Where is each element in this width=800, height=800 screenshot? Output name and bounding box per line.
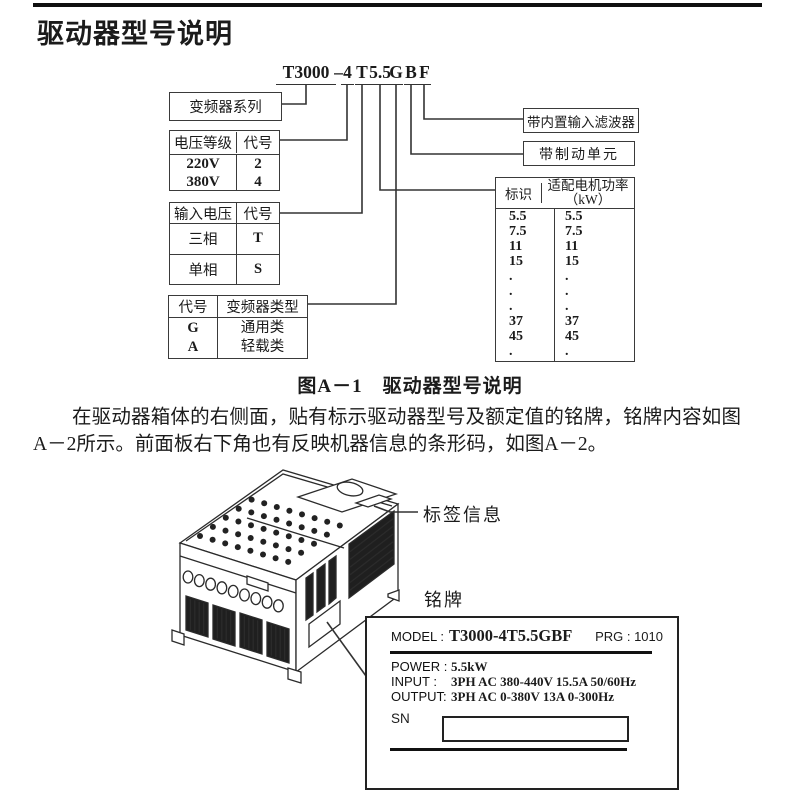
voltage-code-table: 电压等级 代号 220V 380V 2 4 (169, 130, 280, 191)
figure-callout-lines (326, 505, 418, 677)
model-segment-power: 5.5 (369, 62, 391, 85)
output-label: OUTPUT: (391, 689, 447, 704)
model-connector-lines (278, 85, 523, 305)
terminal-loop-row (182, 570, 284, 613)
table-cell: 380V (186, 173, 220, 190)
series-box-label: 变频器系列 (189, 100, 262, 116)
table-column-power: 5.5 7.5 11 15 . . . 37 45 . (565, 209, 583, 359)
sn-label: SN (391, 711, 410, 726)
nameplate-specs: POWER : 5.5kW INPUT : 3PH AC 380-440V 15… (391, 659, 667, 704)
title-rule (33, 3, 762, 7)
model-segment-filter: F (418, 62, 431, 85)
nameplate-callout-line (326, 621, 367, 677)
filter-box-label: 带内置输入滤波器 (527, 114, 635, 130)
model-segment-voltage: 4 (341, 62, 354, 85)
power-label: POWER : (391, 659, 448, 674)
series-box: 变频器系列 (169, 92, 282, 121)
front-fins (185, 595, 290, 664)
model-segment-input: T (355, 62, 369, 85)
table-cell: 通用类 (240, 320, 285, 336)
output-value: 3PH AC 0-380V 13A 0-300Hz (451, 689, 614, 704)
label-info-callout-line (373, 505, 418, 513)
table-header-cell: 变频器类型 (226, 300, 299, 316)
table-header-cell: 代号 (243, 136, 273, 152)
filter-box: 带内置输入滤波器 (523, 108, 639, 133)
table-cell: 220V (186, 155, 220, 172)
side-nameplate-label (308, 599, 341, 649)
table-cell: 轻载类 (240, 339, 285, 355)
nameplate-bottom-rule (390, 748, 627, 751)
model-segment-type: G (389, 62, 403, 85)
table-header-cell: 输入电压 (170, 202, 237, 224)
table-header-cell: 标识 (496, 183, 542, 203)
model-value: T3000-4T5.5GBF (448, 626, 573, 645)
table-header-cell: 适配电机功率（kW） (547, 178, 629, 207)
model-segment-series: T3000 (276, 62, 336, 85)
brake-box: 带制动单元 (523, 141, 635, 166)
table-cell: S (253, 260, 263, 277)
power-value: 5.5kW (451, 659, 488, 674)
table-column-id: 5.5 7.5 11 15 . . . 37 45 . (496, 209, 555, 361)
nameplate-title: 铭牌 (424, 590, 464, 610)
table-cell: 4 (254, 173, 262, 190)
table-cell: T (253, 230, 263, 247)
nameplate-model-row: MODEL : T3000-4T5.5GBF PRG : 1010 (391, 626, 663, 646)
input-value: 3PH AC 380-440V 15.5A 50/60Hz (451, 674, 637, 689)
inverter-device-drawing (171, 469, 400, 684)
model-label: MODEL : (391, 629, 444, 644)
body-paragraph: 在驱动器箱体的右侧面，贴有标示驱动器型号及额定值的铭牌，铭牌内容如图A－2所示。… (33, 407, 741, 455)
input-label: INPUT : (391, 674, 437, 689)
brake-box-label: 带制动单元 (539, 147, 619, 163)
model-segment-dash: – (334, 62, 343, 82)
top-vent-holes (197, 496, 343, 565)
prg-value: PRG : 1010 (595, 629, 663, 644)
label-info-text: 标签信息 (423, 505, 503, 525)
table-header-cell: 代号 (243, 206, 273, 223)
nameplate-box: MODEL : T3000-4T5.5GBF PRG : 1010 POWER … (365, 616, 679, 790)
sn-field (442, 716, 629, 742)
page-title: 驱动器型号说明 (37, 19, 233, 49)
nameplate-divider (390, 651, 652, 654)
table-cell: G (187, 320, 199, 336)
figure-caption: 图A－1 驱动器型号说明 (297, 376, 523, 397)
motor-power-table: 标识 适配电机功率（kW） 5.5 7.5 11 15 . . . 37 45 … (495, 177, 635, 362)
side-vents (305, 509, 395, 622)
table-cell: A (187, 339, 199, 355)
table-header-cell: 电压等级 (170, 132, 237, 153)
table-header-cell: 代号 (169, 296, 218, 317)
model-segment-brake: B (404, 62, 418, 85)
table-cell: 2 (254, 155, 262, 172)
inverter-type-table: 代号 变频器类型 G A 通用类 轻载类 (168, 295, 308, 359)
table-cell: 三相 (170, 224, 237, 254)
table-cell: 单相 (170, 254, 237, 284)
input-voltage-table: 输入电压 代号 三相 T 单相 S (169, 202, 280, 285)
